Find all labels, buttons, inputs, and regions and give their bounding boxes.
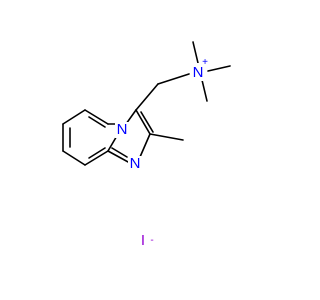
bond-pyridine-c5-c6-double bbox=[88, 116, 106, 128]
counter-ion-label: I bbox=[141, 232, 145, 249]
bond-n1-c8a bbox=[107, 150, 131, 164]
quaternary-nitrogen-charge: + bbox=[202, 57, 208, 68]
bridgehead-nitrogen-label: N bbox=[117, 121, 128, 138]
molecule-structure-diagram: N + N N I - bbox=[62, 41, 231, 249]
bond-n-plus-methyl-top bbox=[192, 41, 199, 64]
imidazole-nitrogen-label: N bbox=[130, 155, 141, 172]
bond-pyridine-c2-c8a bbox=[84, 150, 109, 166]
bond-n-plus-methyl-bottom bbox=[201, 79, 208, 102]
bond-n-plus-methyl-right bbox=[207, 65, 231, 72]
bridgehead-n-label-bg bbox=[115, 122, 129, 138]
n-plus-label-bg bbox=[191, 63, 205, 81]
bond-ch2-n-plus bbox=[157, 73, 190, 85]
bond-c3-c2-double bbox=[140, 111, 154, 133]
bond-pyridine-c2-c8a-double bbox=[88, 147, 106, 159]
bond-n-bridgehead-c3 bbox=[125, 109, 137, 125]
bond-c2-methyl bbox=[149, 133, 184, 141]
bond-pyridine-c3-c2 bbox=[62, 150, 86, 166]
bond-n1-c8a-double bbox=[111, 147, 128, 158]
bond-c3-ch2 bbox=[135, 83, 159, 111]
imidazole-n-label-bg bbox=[128, 156, 142, 172]
bond-pyridine-c5-c4 bbox=[62, 109, 86, 125]
bond-pyridine-c5-c6 bbox=[84, 109, 109, 125]
quaternary-nitrogen-label: N bbox=[193, 64, 204, 81]
bond-c2-n1 bbox=[139, 133, 151, 158]
counter-ion-charge: - bbox=[150, 235, 153, 246]
bond-c3-c2 bbox=[135, 109, 151, 135]
